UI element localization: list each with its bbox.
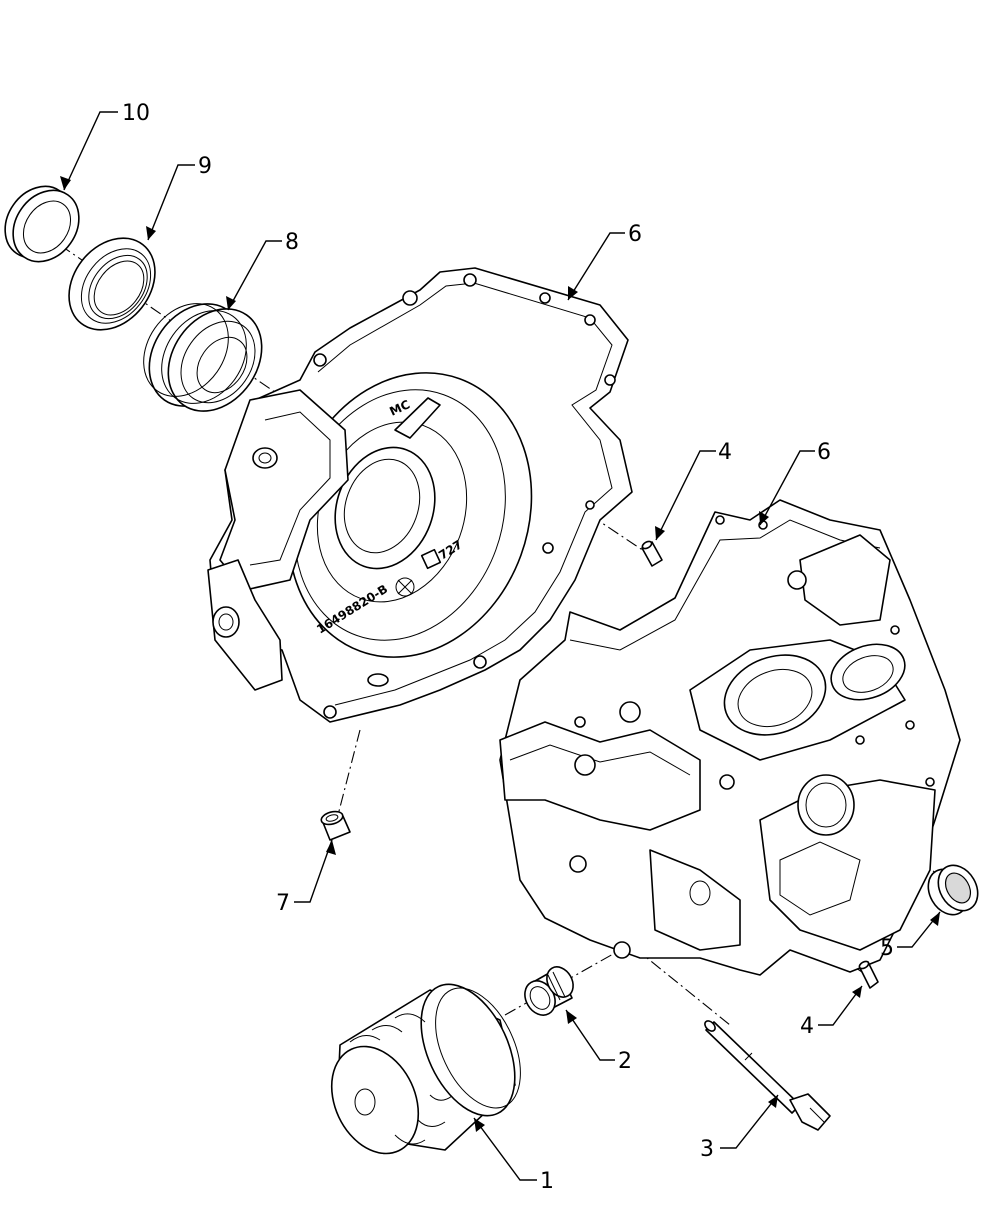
callout-1: 1 [540, 1169, 554, 1194]
callout-6-upper: 6 [628, 222, 642, 247]
dowel-pin-upper-part-4 [641, 540, 663, 567]
callout-7: 7 [276, 891, 290, 916]
callout-5: 5 [880, 936, 894, 961]
callout-3: 3 [700, 1137, 714, 1162]
callout-6-lower: 6 [817, 440, 831, 465]
oil-filter-part-1 [330, 983, 521, 1155]
callout-2: 2 [618, 1049, 632, 1074]
oil-seal-part-9 [68, 237, 156, 331]
bearing-race-part-10 [4, 185, 80, 263]
plug-part-7 [320, 810, 351, 841]
needle-bearing-part-5 [927, 864, 979, 916]
right-crankcase-half-part-6 [499, 499, 961, 976]
callout-4-upper: 4 [718, 440, 732, 465]
callout-10: 10 [122, 101, 150, 126]
dowel-pin-lower-part-4 [858, 960, 879, 989]
left-crankcase-half-part-6: 727 MC 16498820-B [207, 267, 633, 723]
roller-bearing-part-8 [143, 303, 263, 412]
callout-8: 8 [285, 230, 299, 255]
callouts: 10 9 8 6 4 6 7 5 4 2 3 1 [63, 101, 941, 1194]
filter-adapter-part-2 [524, 966, 574, 1016]
callout-4-lower: 4 [800, 1014, 814, 1039]
leader-arrowheads [60, 176, 940, 1132]
bolt-part-3 [704, 1020, 831, 1131]
callout-9: 9 [198, 154, 212, 179]
